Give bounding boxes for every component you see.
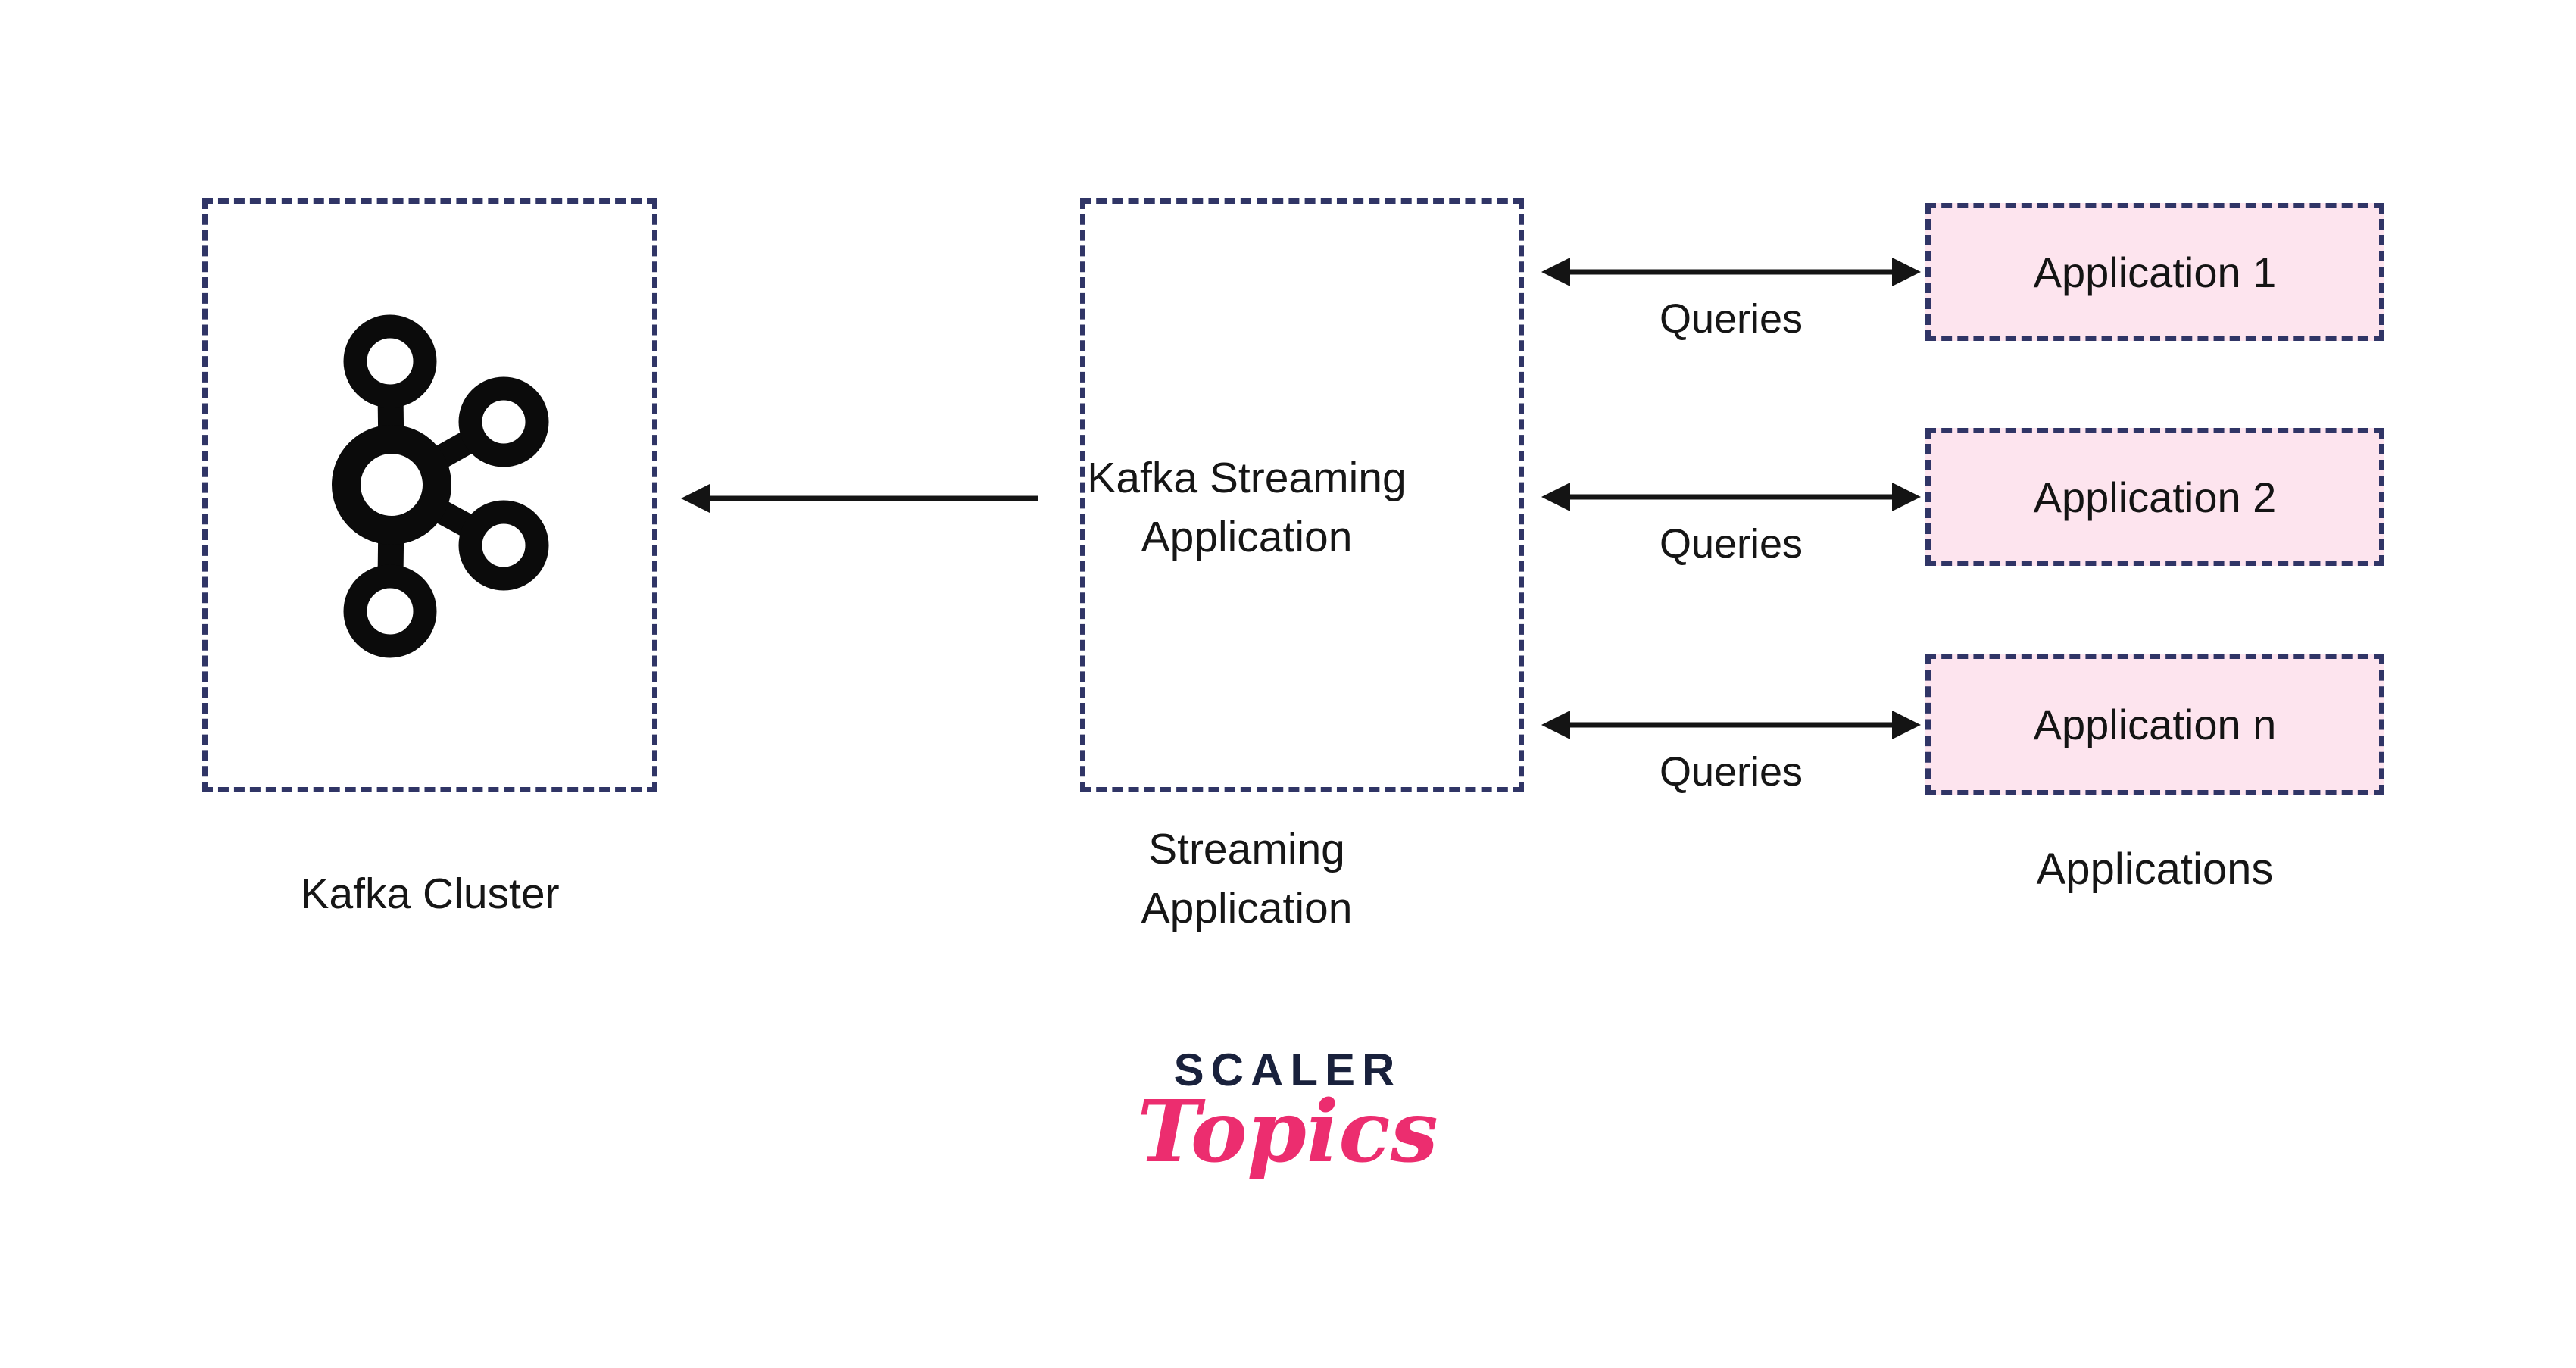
topics-logo-text: Topics <box>1137 1082 1438 1182</box>
queries-label-2: Queries <box>1659 521 1803 567</box>
arrow-queries-application-1 <box>1541 258 1921 286</box>
scaler-logo-text: SCALER <box>1173 1045 1402 1095</box>
arrow-queries-application-2 <box>1541 483 1921 511</box>
scaler-topics-logo: SCALER Topics <box>1136 1048 1439 1175</box>
queries-label-1: Queries <box>1659 296 1803 342</box>
arrow-queries-application-n <box>1541 711 1921 739</box>
application-1-box: Application 1 <box>1925 203 2384 341</box>
application-n-box: Application n <box>1925 654 2384 795</box>
streaming-application-box <box>1080 198 1524 792</box>
application-1-label: Application 1 <box>2033 248 2277 296</box>
kafka-cluster-box <box>202 198 657 792</box>
application-n-label: Application n <box>2033 701 2277 748</box>
application-2-label: Application 2 <box>2033 473 2277 521</box>
arrow-streaming-to-cluster <box>681 484 1038 513</box>
streaming-application-box-text: Kafka Streaming Application <box>1087 454 1407 561</box>
application-2-box: Application 2 <box>1925 428 2384 566</box>
kafka-cluster-label: Kafka Cluster <box>300 870 560 918</box>
applications-group-label: Applications <box>2036 845 2274 894</box>
queries-label-3: Queries <box>1659 749 1803 795</box>
kafka-logo-icon <box>332 314 549 658</box>
streaming-application-label: Streaming Application <box>1141 825 1353 932</box>
